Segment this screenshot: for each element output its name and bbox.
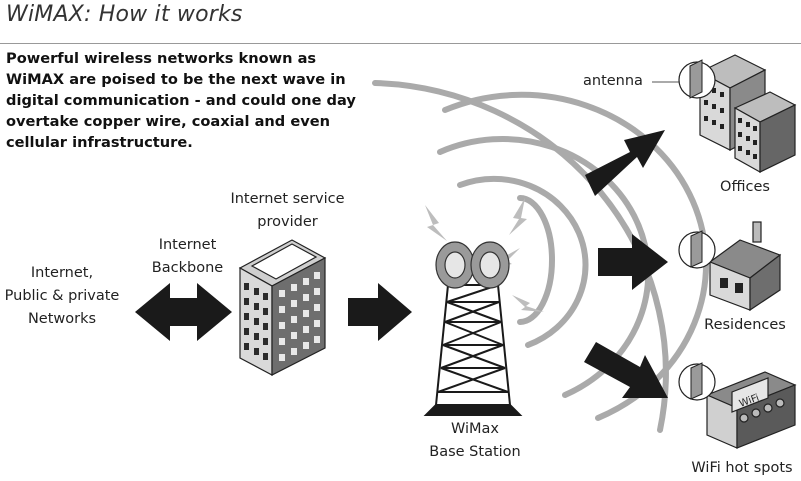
residence-antenna-callout — [678, 230, 716, 269]
title-divider — [0, 43, 801, 44]
offices-antenna-callout — [652, 59, 716, 99]
base-station-label: WiMax Base Station — [420, 418, 530, 464]
backbone-line-2: Backbone — [151, 260, 224, 276]
isp-to-tower-arrow — [348, 283, 412, 341]
isp-building-icon — [238, 239, 327, 376]
backbone-line-1: Internet — [158, 237, 217, 253]
internet-networks-label: Internet, Public & private Networks — [2, 262, 122, 331]
internet-networks-line-1: Internet, — [30, 265, 94, 281]
signal-arc-1 — [517, 195, 555, 325]
tower-dish-antennas — [435, 241, 510, 289]
signal-waves — [372, 80, 710, 433]
arrow-to-hotspots — [584, 342, 668, 398]
bolt-1 — [425, 205, 447, 241]
residences-label: Residences — [704, 317, 786, 333]
isp-line-1: Internet service — [230, 191, 345, 207]
internet-networks-line-3: Networks — [27, 311, 97, 327]
hotspots-label: WiFi hot spots — [691, 460, 793, 476]
wimax-tower-icon — [423, 284, 523, 416]
offices-label: Offices — [720, 179, 770, 195]
bolt-2 — [509, 198, 527, 235]
internet-networks-line-2: Public & private — [4, 288, 120, 304]
isp-label: Internet service provider — [225, 188, 350, 234]
signal-arc-2 — [457, 175, 589, 348]
residence-house-icon — [708, 221, 782, 312]
bolt-4 — [512, 295, 544, 312]
backbone-double-arrow — [135, 283, 232, 341]
isp-line-2: provider — [257, 214, 318, 230]
offices-building-icon — [698, 54, 797, 174]
arrow-to-residences — [598, 234, 668, 290]
wifi-hotspot-building-icon — [705, 371, 797, 449]
base-station-line-2: Base Station — [429, 444, 521, 460]
arrow-to-offices — [585, 130, 665, 196]
antenna-label: antenna — [583, 73, 643, 89]
base-station-line-1: WiMax — [450, 421, 500, 437]
signal-arc-5 — [372, 80, 669, 433]
diagram-title: WiMAX: How it works — [6, 2, 243, 27]
hotspot-antenna-callout — [678, 362, 716, 401]
intro-text: Powerful wireless networks known as WiMA… — [6, 50, 356, 151]
backbone-label: Internet Backbone — [140, 234, 235, 280]
